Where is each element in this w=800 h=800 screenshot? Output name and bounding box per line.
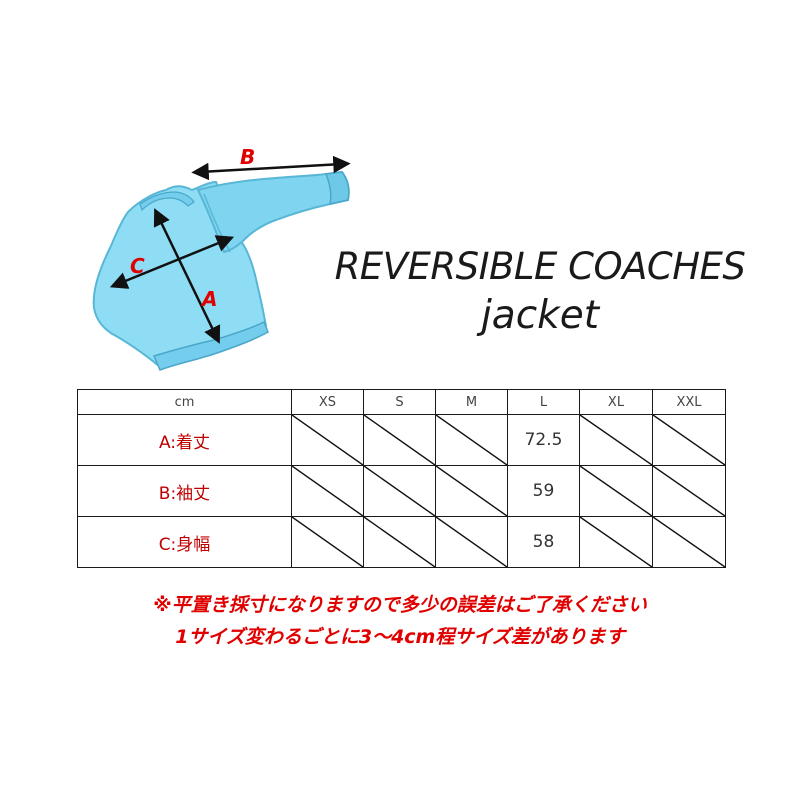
size-header: S: [363, 389, 436, 415]
product-title-line1: REVERSIBLE COACHES: [334, 245, 746, 288]
not-available-cell: [579, 516, 653, 568]
size-header: XL: [579, 389, 653, 415]
measurement-value: 58: [507, 516, 580, 568]
diagonal-slash-icon: [653, 517, 725, 567]
not-available-cell: [652, 465, 726, 517]
unit-header: cm: [77, 389, 292, 415]
not-available-cell: [291, 516, 364, 568]
measurement-value: 72.5: [507, 414, 580, 466]
diagonal-slash-icon: [436, 517, 507, 567]
not-available-cell: [363, 516, 436, 568]
diagonal-slash-icon: [436, 466, 507, 516]
diagonal-slash-icon: [580, 517, 652, 567]
not-available-cell: [363, 414, 436, 466]
diagonal-slash-icon: [580, 415, 652, 465]
diagonal-slash-icon: [292, 415, 363, 465]
diagonal-slash-icon: [292, 517, 363, 567]
diagonal-slash-icon: [364, 415, 435, 465]
measurement-label: C:身幅: [77, 516, 292, 568]
not-available-cell: [291, 465, 364, 517]
measure-arrow-c: [109, 235, 235, 289]
size-header: L: [507, 389, 580, 415]
size-header: M: [435, 389, 508, 415]
size-header-row: cm XS S M L XL XXL: [77, 389, 726, 415]
not-available-cell: [652, 516, 726, 568]
size-header: XXL: [652, 389, 726, 415]
table-row: C:身幅 58: [77, 516, 726, 568]
measure-label-b: B: [240, 145, 255, 169]
not-available-cell: [363, 465, 436, 517]
table-row: B:袖丈 59: [77, 465, 726, 517]
diagonal-slash-icon: [364, 517, 435, 567]
product-title-line2: jacket: [480, 293, 600, 338]
diagonal-slash-icon: [436, 415, 507, 465]
not-available-cell: [579, 414, 653, 466]
measurement-value: 59: [507, 465, 580, 517]
not-available-cell: [435, 465, 508, 517]
diagonal-slash-icon: [653, 466, 725, 516]
not-available-cell: [435, 516, 508, 568]
size-difference-note: 1サイズ変わるごとに3～4cm程サイズ差があります: [175, 626, 625, 648]
measurement-label: B:袖丈: [77, 465, 292, 517]
sweatshirt-illustration: B C A: [92, 145, 351, 371]
not-available-cell: [291, 414, 364, 466]
table-row: A:着丈 72.5: [77, 414, 726, 466]
measurement-note: ※平置き採寸になりますので多少の誤差はご了承ください: [153, 594, 647, 616]
diagonal-slash-icon: [364, 466, 435, 516]
diagonal-slash-icon: [292, 466, 363, 516]
not-available-cell: [435, 414, 508, 466]
size-header: XS: [291, 389, 364, 415]
diagonal-slash-icon: [653, 415, 725, 465]
measure-label-a: A: [200, 287, 217, 311]
not-available-cell: [652, 414, 726, 466]
measurement-label: A:着丈: [77, 414, 292, 466]
not-available-cell: [579, 465, 653, 517]
measure-arrow-b: [191, 155, 351, 181]
measure-label-c: C: [130, 254, 145, 278]
diagonal-slash-icon: [580, 466, 652, 516]
